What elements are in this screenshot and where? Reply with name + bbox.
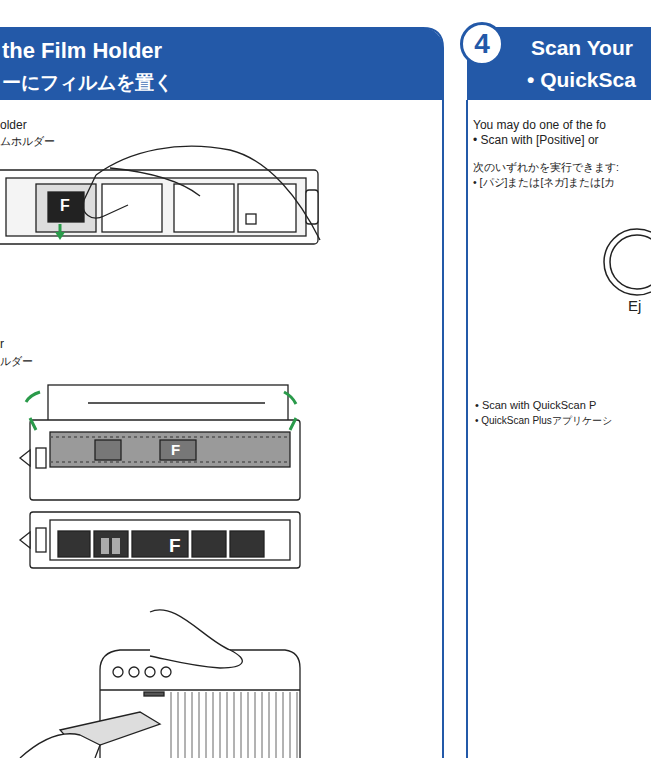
caption-text: older: [0, 118, 27, 132]
caption-text: r: [0, 337, 4, 351]
label-text: • Scan with [Positive] or: [473, 133, 599, 147]
label-text: You may do one of the fo: [473, 118, 606, 132]
caption-text: ムホルダー: [0, 134, 55, 149]
label-text: • QuickScan Plusアプリケーシ: [475, 414, 612, 428]
label-text: • QuickSca: [527, 68, 636, 92]
label-text: Scan Your: [531, 36, 633, 60]
header-band: the Film Holder ーにフィルムを置く: [0, 28, 443, 100]
button-ring: [602, 227, 651, 297]
instruction-panel: You may do one of the fo• Scan with [Pos…: [467, 28, 651, 758]
step-number: 4: [463, 28, 501, 60]
label-text: the Film Holder: [2, 38, 162, 64]
eject-button: Ej: [602, 227, 651, 319]
label-text: 次のいずれかを実行できます:: [473, 161, 619, 175]
step-circle: 4: [460, 22, 504, 66]
label-text: • [パジ]または[ネガ]または[カ: [473, 176, 615, 190]
film-letter: F: [171, 441, 180, 458]
caption-text: ルダー: [0, 354, 33, 369]
label-text: ーにフィルムを置く: [2, 70, 173, 96]
label-text: Ej: [628, 297, 641, 314]
label-text: • Scan with QuickScan P: [475, 399, 596, 411]
film-letter: F: [169, 535, 181, 557]
film-letter: F: [60, 197, 70, 215]
